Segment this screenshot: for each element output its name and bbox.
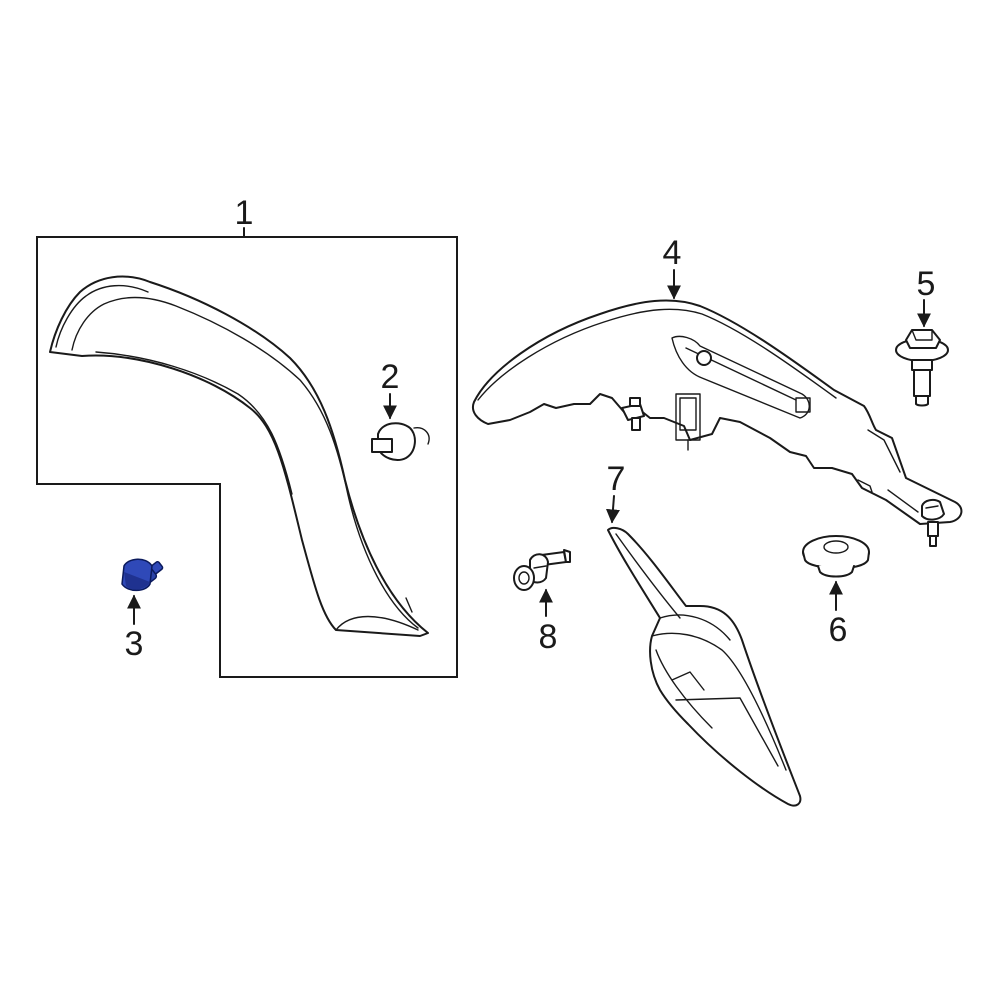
grommet-part[interactable] (802, 535, 870, 578)
push-clip-part[interactable] (371, 422, 430, 461)
callout-2-label: 2 (381, 358, 400, 396)
callout-5-label: 5 (917, 265, 936, 303)
callout-8-label: 8 (539, 618, 558, 656)
callout-6-label: 6 (829, 611, 848, 649)
highlighted-clip-part[interactable] (121, 558, 164, 592)
reinforcement-bracket-part[interactable] (472, 299, 963, 525)
callout-3-label: 3 (125, 625, 144, 663)
callout-7-label: 7 (607, 460, 626, 498)
fender-flare-part[interactable] (49, 275, 429, 637)
flange-bolt-part[interactable] (895, 329, 949, 407)
callout-7-arrow (605, 495, 620, 524)
assembly-frame (36, 236, 458, 678)
bracket-bolt-right (921, 498, 945, 547)
splash-shield-part[interactable] (607, 526, 802, 807)
callout-4-label: 4 (663, 234, 682, 272)
callout-1-label: 1 (235, 194, 254, 232)
screw-part[interactable] (513, 549, 571, 591)
bracket-stud-left (621, 397, 645, 431)
